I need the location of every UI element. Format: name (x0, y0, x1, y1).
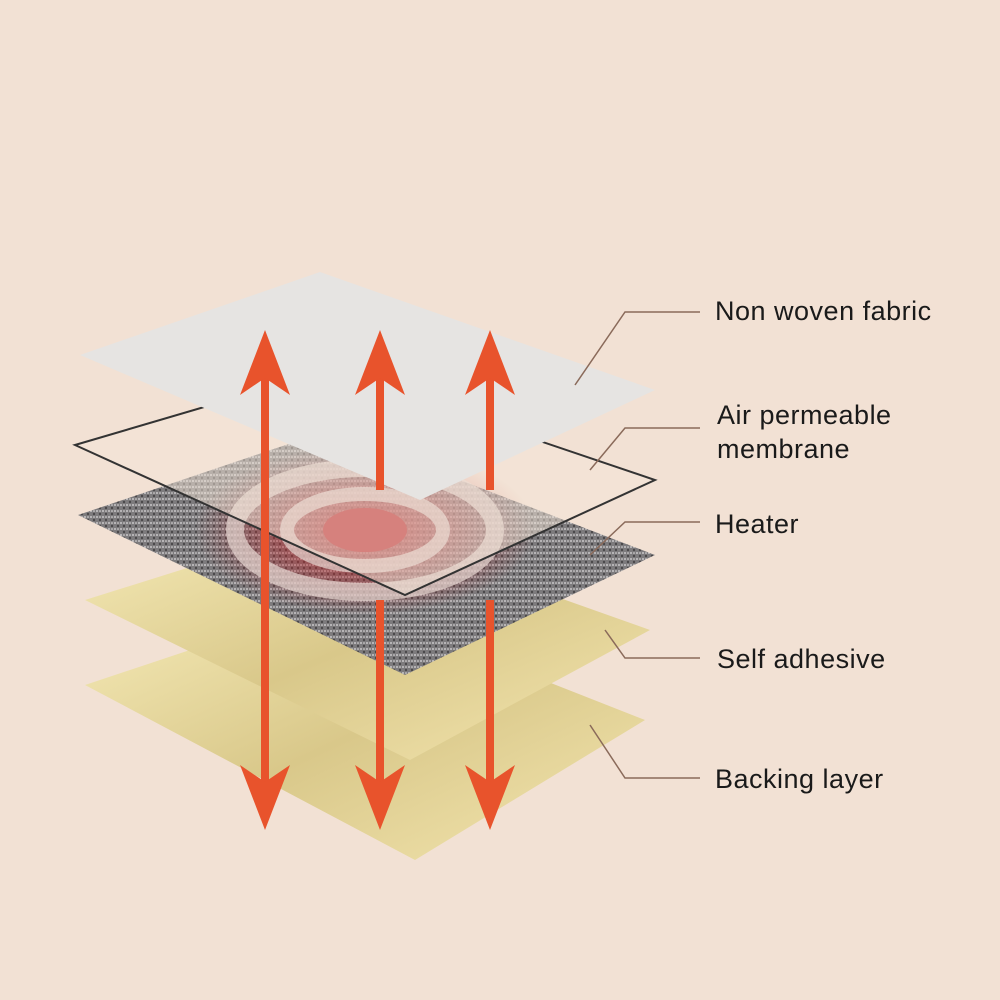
arrow-up-right (465, 330, 515, 490)
heat-arrows (240, 330, 515, 830)
label-backing-layer: Backing layer (715, 764, 884, 794)
label-line-2: membrane (717, 434, 851, 464)
label-non-woven-fabric: Non woven fabric (715, 296, 932, 326)
label-self-adhesive: Self adhesive (717, 644, 886, 674)
leader-lines (574, 311, 700, 779)
label-heater: Heater (715, 509, 800, 539)
label-air-permeable-membrane: Air permeable membrane (717, 398, 892, 466)
arrow-up-center (355, 330, 405, 490)
arrow-up-left (240, 330, 290, 600)
arrow-down-center (355, 600, 405, 830)
arrow-down-right (465, 600, 515, 830)
arrow-down-left (240, 580, 290, 830)
label-line-1: Air permeable (717, 400, 892, 430)
